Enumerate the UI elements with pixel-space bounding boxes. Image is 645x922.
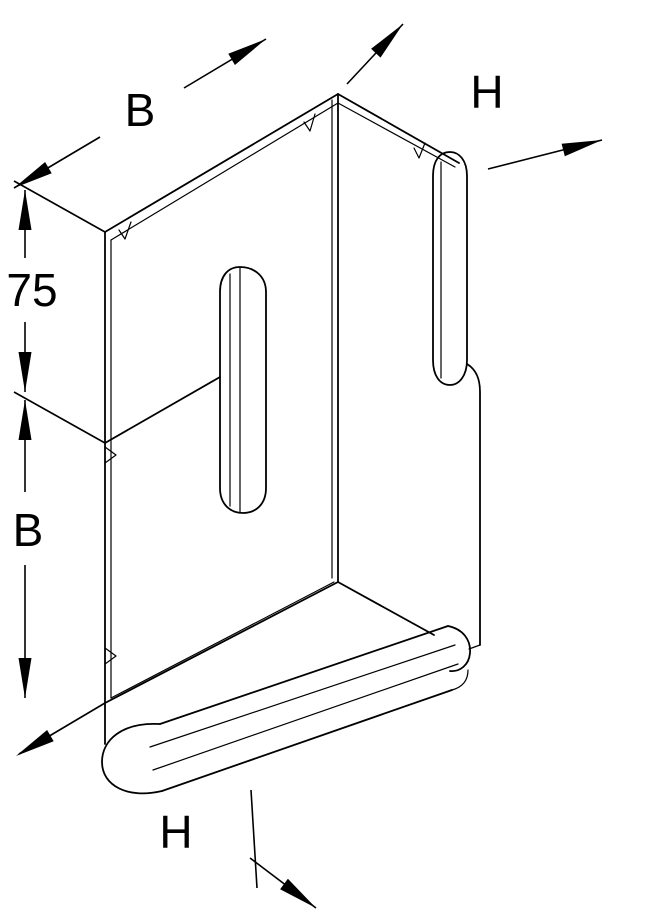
dimension-arrow	[280, 878, 316, 908]
dimension-75: 75	[6, 190, 106, 444]
dimension-b-side: B	[13, 400, 44, 698]
right-flange-edge	[466, 363, 481, 646]
right-wall-top-edge	[337, 93, 460, 164]
bottom-rolled-edge	[101, 625, 481, 795]
dimension-arrow	[18, 190, 32, 230]
notch-icon	[104, 446, 117, 464]
dimension-h-top: H	[346, 23, 603, 170]
dimension-label-75: 75	[6, 264, 57, 316]
extension-line	[13, 180, 106, 233]
roll-flange-connector	[468, 644, 481, 650]
right-wall-panel	[337, 93, 481, 646]
dimension-arrow	[18, 352, 32, 392]
dimension-h-bottom: H	[16, 702, 317, 909]
left-wall-top-edge	[104, 93, 339, 233]
corner-fold	[331, 93, 339, 583]
roll-bottom-line	[161, 689, 453, 792]
extension-line	[13, 391, 106, 444]
dimension-label-b-side: B	[13, 504, 44, 556]
notch-icon	[413, 142, 426, 159]
right-wall-top-edge-inner	[337, 102, 456, 168]
floor-back-edge-left	[104, 581, 339, 704]
extension-line	[250, 789, 258, 889]
notch-icon	[303, 113, 316, 132]
dimension-arrow	[371, 24, 403, 58]
roll-top-line	[159, 625, 449, 725]
floor-back-edge-left-inner	[110, 581, 335, 699]
dimension-label-h-top: H	[470, 66, 503, 118]
dimension-arrow	[18, 658, 32, 698]
dimension-b-top: B	[13, 38, 267, 233]
dimension-arrow	[228, 39, 266, 65]
notch-icon	[118, 221, 132, 240]
roll-right-cap	[447, 625, 471, 672]
left-wall-rolled-bead	[219, 266, 267, 514]
dimension-arrow	[18, 400, 32, 440]
right-bead-outline	[432, 151, 468, 386]
bead-outline	[219, 266, 267, 514]
bottom-floor	[104, 581, 435, 745]
dimension-label-b-top: B	[125, 84, 156, 136]
floor-back-edge-right	[337, 581, 435, 636]
left-wall-panel	[104, 93, 339, 704]
dimension-arrow	[14, 162, 52, 188]
left-wall-top-edge-inner	[110, 102, 339, 241]
dimension-arrow	[16, 730, 54, 756]
dimension-arrow	[561, 140, 602, 157]
left-wall-seam-line	[104, 376, 221, 444]
roll-line	[149, 644, 456, 748]
dimension-label-h-bottom: H	[159, 806, 192, 858]
notch-icon	[104, 647, 117, 665]
roll-line	[152, 663, 459, 771]
roll-left-cap	[101, 723, 163, 795]
roll-right-cap-inner	[451, 669, 469, 691]
